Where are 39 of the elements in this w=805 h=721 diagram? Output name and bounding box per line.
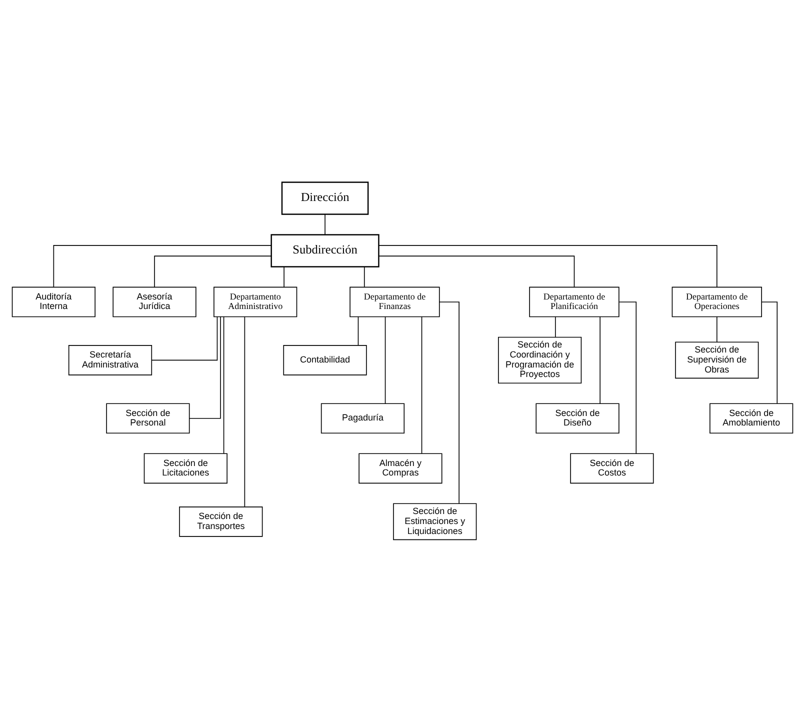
node-box: Departamento Administrativo [214,286,298,317]
node-box: Departamento de Finanzas [350,286,440,317]
connector [223,316,224,454]
node-box: Sección de Personal [106,402,190,434]
node-box: Contabilidad [283,344,367,375]
connector [618,301,637,454]
node-box: Sección de Costos [570,452,654,484]
connector [154,255,272,288]
connector [364,266,365,287]
connector [378,244,718,288]
node-box: Sección de Estimaciones y Liquidaciones [393,502,477,540]
node-box: Departamento de Operaciones [672,286,762,317]
connector [716,316,718,342]
connector [189,316,221,418]
connector [384,316,386,404]
connector [554,316,556,338]
connector [378,255,575,288]
node-box: Subdirección [270,234,380,267]
node-box: Sección de Amoblamiento [710,402,794,434]
node-box: Pagaduría [320,402,405,434]
node-box: Departamento de Planificación [529,286,620,317]
node-box: Sección de Licitaciones [144,452,228,484]
connector [324,213,326,234]
connector [761,301,778,404]
node-box: Asesoría Jurídica [112,286,196,317]
connector [152,316,218,360]
node-box: Auditoría Interna [12,286,96,317]
connector [244,316,246,507]
node-box: Dirección [281,181,369,214]
node-box: Sección de Transportes [179,506,263,536]
node-box: Almacén y Compras [358,452,442,484]
node-box: Sección de Diseño [536,402,620,434]
connector [421,316,422,454]
connector [53,244,272,288]
connector [358,316,359,345]
connector [439,301,460,504]
node-box: Sección de Supervisión de Obras [675,341,759,378]
node-box: Secretaría Administrativa [68,344,152,375]
node-box: Sección de Coordinación y Programación de Proyectos [498,336,582,384]
